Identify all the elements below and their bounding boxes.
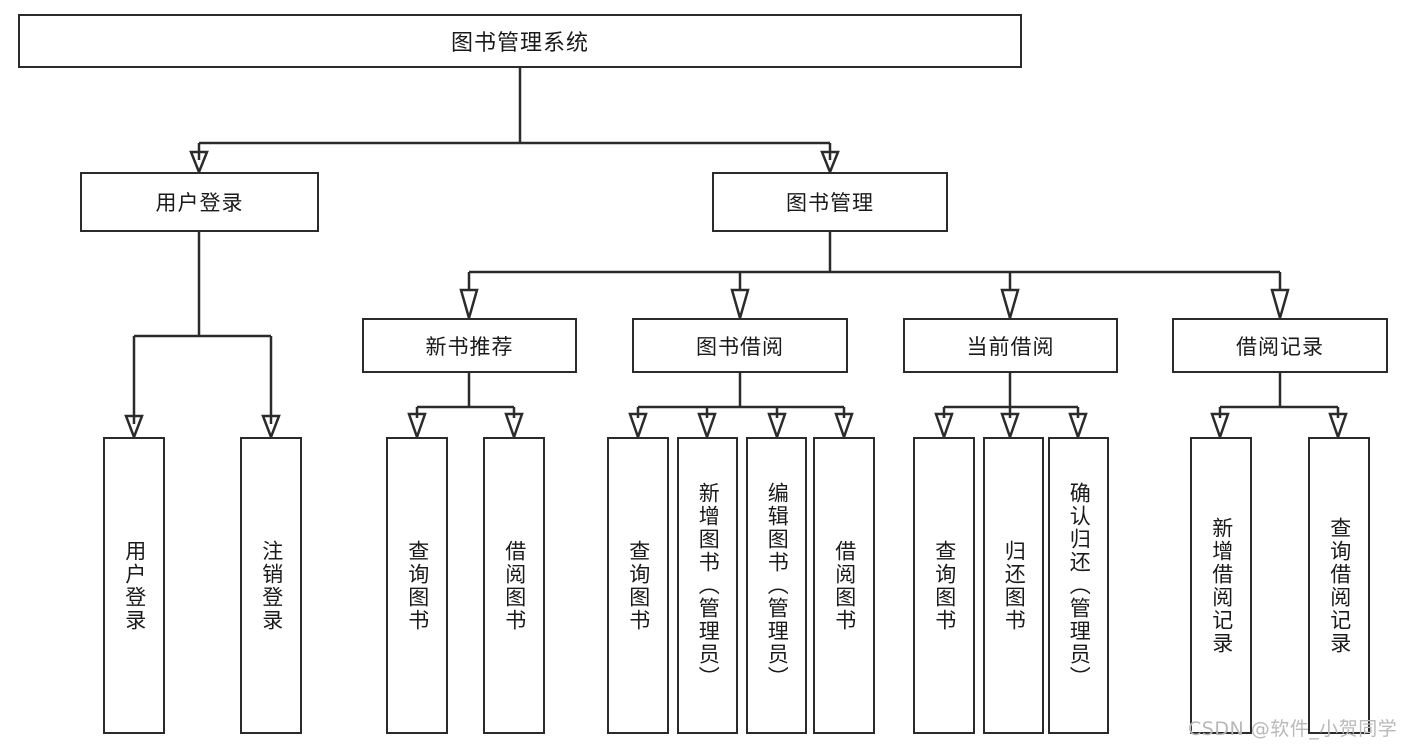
node-user-login[interactable]: 用户登录	[80, 172, 319, 232]
leaf-query-book-borrow[interactable]: 查询图书	[607, 437, 669, 734]
node-current-borrow[interactable]: 当前借阅	[903, 318, 1118, 373]
leaf-label: 查询图书	[932, 539, 957, 632]
leaf-label: 确认归还（管理员）	[1067, 482, 1092, 689]
node-book-borrow[interactable]: 图书借阅	[632, 318, 848, 373]
leaf-query-borrow-record[interactable]: 查询借阅记录	[1308, 437, 1370, 734]
node-label: 图书借阅	[696, 334, 784, 359]
node-label: 借阅记录	[1236, 334, 1324, 359]
leaf-borrow-book[interactable]: 借阅图书	[813, 437, 875, 734]
node-label: 新书推荐	[425, 334, 514, 359]
leaf-user-login[interactable]: 用户登录	[103, 437, 165, 734]
leaf-label: 新增图书（管理员）	[696, 482, 721, 689]
leaf-label: 借阅图书	[832, 539, 857, 632]
leaf-confirm-return-admin[interactable]: 确认归还（管理员）	[1048, 437, 1109, 734]
leaf-borrow-book-new[interactable]: 借阅图书	[483, 437, 545, 734]
leaf-label: 查询图书	[405, 539, 430, 632]
leaf-label: 编辑图书（管理员）	[765, 482, 790, 689]
leaf-label: 注销登录	[259, 539, 284, 632]
leaf-query-book-current[interactable]: 查询图书	[913, 437, 975, 734]
node-label: 当前借阅	[966, 334, 1055, 359]
leaf-add-book-admin[interactable]: 新增图书（管理员）	[677, 437, 738, 734]
node-root-system[interactable]: 图书管理系统	[18, 14, 1022, 68]
leaf-return-book[interactable]: 归还图书	[983, 437, 1044, 734]
leaf-add-borrow-record[interactable]: 新增借阅记录	[1190, 437, 1252, 734]
leaf-label: 新增借阅记录	[1209, 516, 1234, 655]
node-label: 用户登录	[155, 191, 244, 215]
leaf-label: 借阅图书	[502, 539, 527, 632]
leaf-label: 查询借阅记录	[1327, 516, 1352, 655]
node-book-management[interactable]: 图书管理	[712, 172, 948, 232]
leaf-query-book-new[interactable]: 查询图书	[386, 437, 448, 734]
node-new-book-recommend[interactable]: 新书推荐	[362, 318, 577, 373]
node-borrow-record[interactable]: 借阅记录	[1172, 318, 1388, 373]
node-label: 图书管理	[786, 191, 874, 215]
node-label: 图书管理系统	[450, 31, 589, 56]
leaf-edit-book-admin[interactable]: 编辑图书（管理员）	[746, 437, 807, 734]
leaf-label: 归还图书	[1002, 539, 1027, 632]
leaf-logout[interactable]: 注销登录	[240, 437, 302, 734]
leaf-label: 查询图书	[626, 539, 651, 632]
leaf-label: 用户登录	[122, 539, 147, 632]
